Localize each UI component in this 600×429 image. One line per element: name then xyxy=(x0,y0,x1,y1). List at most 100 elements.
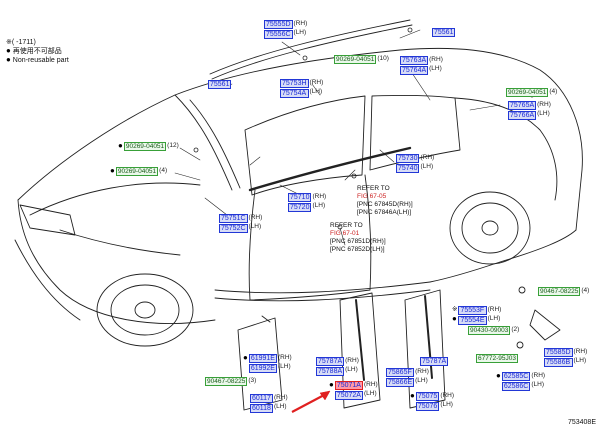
part-75720[interactable]: 75720 xyxy=(288,203,312,212)
front-wheel xyxy=(96,273,194,347)
refer-fig-link[interactable]: FIG 67-01 xyxy=(330,230,360,237)
part-75754A[interactable]: 75754A xyxy=(280,89,309,98)
side-rh: (RH) xyxy=(487,306,502,313)
code-g6: 90430-09003 (2) xyxy=(468,326,519,335)
fastener-code[interactable]: 90269-04051 xyxy=(334,55,377,64)
side-rh: (RH) xyxy=(273,394,288,401)
part-75865F[interactable]: 75865F xyxy=(386,368,415,377)
side-rh: (RH) xyxy=(415,368,429,375)
rear-wheel xyxy=(449,191,531,265)
side-rh: (RH) xyxy=(363,381,378,388)
part-60117[interactable]: 60117 xyxy=(250,394,273,403)
refer-line: REFER TO xyxy=(357,185,390,192)
part-75076[interactable]: 75076 xyxy=(415,402,440,411)
bullet-icon: ● xyxy=(410,391,415,400)
part-75753H[interactable]: 75753H xyxy=(280,79,309,88)
bracket-piece xyxy=(529,309,561,341)
legend-text-1: 再使用不可部品 xyxy=(12,48,62,55)
part-75866E[interactable]: 75866E xyxy=(386,378,415,387)
fastener-code[interactable]: 90430-09003 xyxy=(468,326,511,335)
part-75730[interactable]: 75730 xyxy=(396,154,420,163)
part-62586C[interactable]: 62586C xyxy=(501,382,531,391)
refer-line: [PNC 67846A(LH)] xyxy=(357,209,412,216)
fastener-qty: (4) xyxy=(159,167,168,174)
part-75071A-highlighted[interactable]: 75071A xyxy=(334,381,363,390)
part-75766A[interactable]: 75766A xyxy=(508,111,537,120)
fastener-code[interactable]: 90269-04051 xyxy=(506,88,549,97)
side-rh: (RH) xyxy=(293,20,308,27)
side-rh: (RH) xyxy=(440,392,455,399)
refer-line: REFER TO xyxy=(330,222,363,229)
legend-row-1: ● 再使用不可部品 xyxy=(6,47,62,56)
part-75787A[interactable]: 75787A xyxy=(316,357,345,366)
part-75075[interactable]: 75075 xyxy=(415,392,440,401)
fastener-code[interactable]: 67772-95J03 xyxy=(476,354,518,363)
body-outline xyxy=(17,47,583,231)
part-75740[interactable]: 75740 xyxy=(396,164,420,173)
part-75072A[interactable]: 75072A xyxy=(334,391,363,400)
bullet-icon: ● xyxy=(6,55,11,64)
side-rh: (RH) xyxy=(573,348,588,355)
refer-line: [PNC 67852D(LH)] xyxy=(330,246,385,253)
bullet-icon: ● xyxy=(118,141,123,150)
part-75763A[interactable]: 75763A xyxy=(400,56,429,65)
refer-line: [PNC 67845D(RH)] xyxy=(357,201,413,208)
side-lh: (LH) xyxy=(429,65,442,72)
part-75561-b[interactable]: 75561 xyxy=(208,80,232,89)
side-rh: (RH) xyxy=(248,214,263,221)
part-61992E[interactable]: 61992E xyxy=(248,364,277,373)
part-75788A[interactable]: 75788A xyxy=(316,367,345,376)
bullet-icon: ● xyxy=(329,380,334,389)
part-75561-a[interactable]: 75561 xyxy=(432,28,456,37)
fastener-qty: (12) xyxy=(167,142,179,149)
part-75765A[interactable]: 75765A xyxy=(508,101,537,110)
part-62585C[interactable]: 62585C xyxy=(501,372,531,381)
roof-rail xyxy=(209,19,411,75)
part-75555D[interactable]: 75555D xyxy=(264,20,293,29)
code-g1: 90269-04051 (10) xyxy=(334,55,389,64)
fastener-code[interactable]: 90467-08225 xyxy=(538,287,581,296)
part-75764A[interactable]: 75764A xyxy=(400,66,429,75)
part-75553F[interactable]: 75553F xyxy=(458,306,487,315)
side-lh: (LH) xyxy=(440,401,453,408)
legend-row-2: ● Non-reusable part xyxy=(6,56,69,65)
part-75751C[interactable]: 75751C xyxy=(219,214,248,223)
bullet-icon: ● xyxy=(452,314,457,323)
part-60118[interactable]: 60118 xyxy=(250,404,273,413)
code-g8: 90467-08225 (3) xyxy=(205,377,256,386)
side-rh: (RH) xyxy=(277,354,292,361)
fastener-qty: (4) xyxy=(549,88,558,95)
side-rh: (RH) xyxy=(537,101,551,108)
side-rh: (RH) xyxy=(345,357,359,364)
part-75752C[interactable]: 75752C xyxy=(219,224,248,233)
side-lh: (LH) xyxy=(487,315,501,322)
part-75710[interactable]: 75710 xyxy=(288,193,312,202)
part-75787A-single[interactable]: 75787A xyxy=(420,357,449,366)
refer-note-67-01: REFER TO FIG 67-01 [PNC 67851D(RH)] [PNC… xyxy=(330,222,386,254)
fastener-code[interactable]: 90269-04051 xyxy=(115,167,159,176)
side-lh: (LH) xyxy=(537,110,550,117)
fastener-code[interactable]: 90269-04051 xyxy=(123,142,167,151)
legend-text-2: Non-reusable part xyxy=(12,57,69,64)
part-75585D[interactable]: 75585D xyxy=(544,348,573,357)
part-75554E[interactable]: 75554E xyxy=(458,316,487,325)
code-g3: ● 90269-04051 (12) xyxy=(118,142,179,151)
part-75586B[interactable]: 75586B xyxy=(544,358,573,367)
part-75556C[interactable]: 75556C xyxy=(264,30,293,39)
side-lh: (LH) xyxy=(248,223,262,230)
fastener-code[interactable]: 90467-08225 xyxy=(205,377,248,386)
side-rh: (RH) xyxy=(309,79,324,86)
part-61991E[interactable]: 61991E xyxy=(248,354,277,363)
refer-fig-link[interactable]: FIG 67-05 xyxy=(357,193,387,200)
